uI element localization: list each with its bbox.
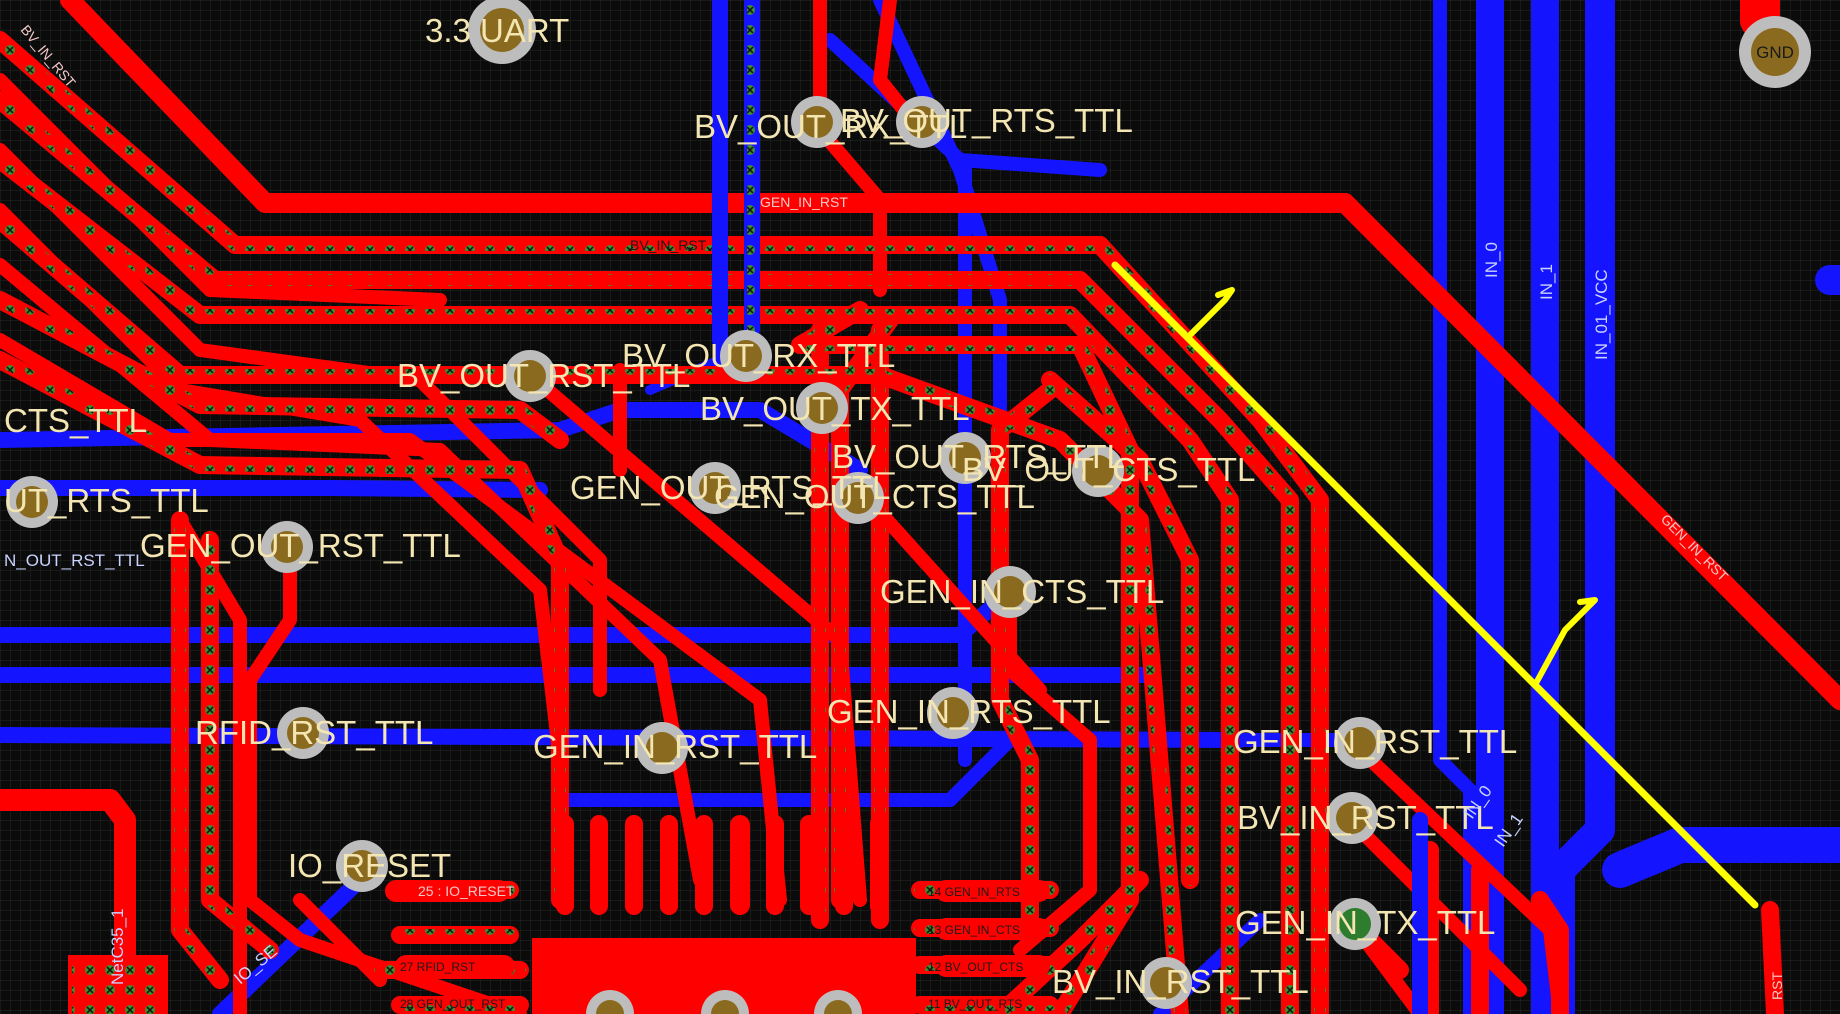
trace-red-left-1[interactable] (173, 513, 247, 1014)
pad-gen-in-rst-a[interactable] (636, 722, 688, 774)
pad-connector-2[interactable] (701, 990, 749, 1014)
pad-label-28: 28 GEN_OUT_RST (400, 997, 506, 1011)
label-gen-in-rst-b: GEN_IN_RST_TTL (1233, 723, 1517, 760)
label-gen-in-cts: GEN_IN_CTS_TTL (880, 573, 1164, 610)
connector-pin[interactable] (835, 815, 853, 915)
label-3v3-uart: 3.3 UART (425, 12, 569, 49)
trace-red-left-2[interactable] (243, 543, 527, 1014)
trace-label-rst-edge: RST (1769, 972, 1785, 1000)
through-hole-pads (6, 0, 1811, 1014)
connector-pin[interactable] (800, 815, 818, 915)
trace-label-in0: IN_0 (1482, 242, 1501, 278)
connector-pin[interactable] (695, 815, 713, 915)
netc35-vias (72, 960, 164, 1014)
label-io-reset: IO_RESET (288, 847, 451, 884)
trace-red-corner[interactable] (0, 789, 136, 1014)
label-gen-out-rts: GEN_OUT_RTS_TTL (570, 469, 890, 506)
pad-bv-in-rst-b[interactable] (1140, 957, 1192, 1009)
pad-connector-1[interactable] (586, 990, 634, 1014)
pad-bv-out-cts[interactable] (1072, 445, 1124, 497)
trace-label-netc35: NetC35_1 (108, 908, 127, 985)
pad-bv-in-rst-a[interactable] (1326, 792, 1378, 844)
label-gen-in-tx: GEN_IN_TX_TTL (1235, 904, 1495, 941)
pad-bv-out-rx[interactable] (791, 96, 843, 148)
label-gnd: GND (1756, 43, 1794, 62)
label-gen-in-rts: GEN_IN_RTS_TTL (827, 693, 1111, 730)
pad-rfid-rst[interactable] (277, 707, 329, 759)
pad-13[interactable] (935, 918, 1050, 940)
trace-label-in01vcc: IN_01_VCC (1592, 269, 1611, 360)
pad-label-14: 14 GEN_IN_RTS (928, 885, 1020, 899)
connector-pin[interactable] (870, 815, 888, 915)
connector-pin[interactable] (660, 815, 678, 915)
trace-label-in1: IN_1 (1537, 264, 1556, 300)
label-bv-out-rx-top: BV_OUT_RX_TTL (694, 108, 967, 145)
trace-blue-8[interactable] (553, 733, 1357, 807)
arrow-marker-icon (1532, 597, 1598, 688)
label-gen-out-rst: GEN_OUT_RST_TTL (140, 527, 461, 564)
pad-connector-3[interactable] (814, 990, 862, 1014)
trace-red-edge[interactable] (1761, 901, 1784, 1014)
pad-bv-out-rts[interactable] (939, 432, 991, 484)
pad-gen-in-rst-b[interactable] (1334, 717, 1386, 769)
trace-label-bv-in-rst: BV_IN_RST (630, 237, 707, 253)
io-reset-pad[interactable] (385, 880, 510, 902)
trace-label-gen-out-rst-blue: N_OUT_RST_TTL (4, 551, 145, 570)
pad-uart[interactable] (468, 0, 536, 64)
net-labels: 3.3 UART GND BV_OUT_RX_TTL BV_OUT_RTS_TT… (4, 12, 1794, 1000)
label-gen-out-cts: GEN_OUT_CTS_TTL (714, 478, 1035, 515)
pad-bv-out-rx-2[interactable] (720, 330, 772, 382)
pad-gnd[interactable] (1739, 16, 1811, 88)
trace-blue-right-2[interactable] (1602, 827, 1840, 888)
pad-io-reset[interactable] (336, 840, 388, 892)
trace-gen-in-rst[interactable] (60, 0, 1840, 710)
label-rfid-rst: RFID_RST_TTL (195, 714, 433, 751)
pad-gen-in-rts[interactable] (927, 687, 979, 739)
selected-trace-highlight[interactable] (1111, 261, 1759, 909)
pad-label-27: 27 RFID_RST (400, 960, 476, 974)
pad-rts-left[interactable] (6, 476, 58, 528)
connector-pin[interactable] (730, 815, 750, 915)
label-cts-left: CTS_TTL (4, 402, 147, 439)
label-bv-in-rst-b: BV_IN_RST_TTL (1052, 963, 1309, 1000)
label-bv-in-rst-a: BV_IN_RST_TTL (1237, 799, 1494, 836)
label-bv-out-rts: BV_OUT_RTS_TTL (832, 438, 1125, 475)
connector-pin[interactable] (766, 815, 784, 915)
trace-blue-right-1[interactable] (1433, 0, 1477, 1014)
pad-bv-out-rts-top[interactable] (896, 96, 948, 148)
connector-pins (385, 815, 1050, 977)
pad-27[interactable] (395, 955, 515, 977)
pad-bv-out-tx[interactable] (796, 382, 848, 434)
pad-label-io-reset: 25 : IO_RESET (418, 883, 515, 899)
connector-pin[interactable] (556, 815, 574, 915)
pad-12[interactable] (935, 955, 1050, 977)
pad-label-12: 12 BV_OUT_CTS (928, 960, 1023, 974)
label-bv-out-rst: BV_OUT_RST_TTL (397, 357, 690, 394)
pad-gen-out-rts[interactable] (689, 462, 741, 514)
pad-14[interactable] (935, 880, 1050, 902)
trace-red-k[interactable] (1003, 583, 1097, 957)
pad-label-13: 13 GEN_IN_CTS (928, 923, 1020, 937)
pad-bv-out-rst[interactable] (504, 350, 556, 402)
connector-pin[interactable] (590, 815, 608, 915)
pad-gen-out-rst[interactable] (261, 521, 313, 573)
connector-pin[interactable] (625, 815, 643, 915)
pad-gen-in-cts[interactable] (984, 566, 1036, 618)
trace-red-e[interactable] (0, 333, 787, 907)
pad-label-11: 11 BV_OUT_RTS (928, 997, 1022, 1011)
label-gen-in-rst-a: GEN_IN_RST_TTL (533, 728, 817, 765)
trace-red-rfid[interactable] (293, 893, 387, 987)
pad-gen-out-cts[interactable] (832, 472, 884, 524)
label-bv-out-rx: BV_OUT_RX_TTL (622, 337, 895, 374)
pad-gen-in-tx[interactable] (1329, 898, 1381, 950)
arrow-marker-icon (1187, 287, 1235, 338)
label-bv-out-cts: BV_OUT_CTS_TTL (962, 451, 1255, 488)
label-rts-left: UT_RTS_TTL (4, 482, 209, 519)
label-bv-out-tx: BV_OUT_TX_TTL (700, 390, 970, 427)
trace-label-gen-in-rst: GEN_IN_RST (760, 194, 848, 210)
label-bv-out-rts-top: BV_OUT_RTS_TTL (840, 102, 1133, 139)
